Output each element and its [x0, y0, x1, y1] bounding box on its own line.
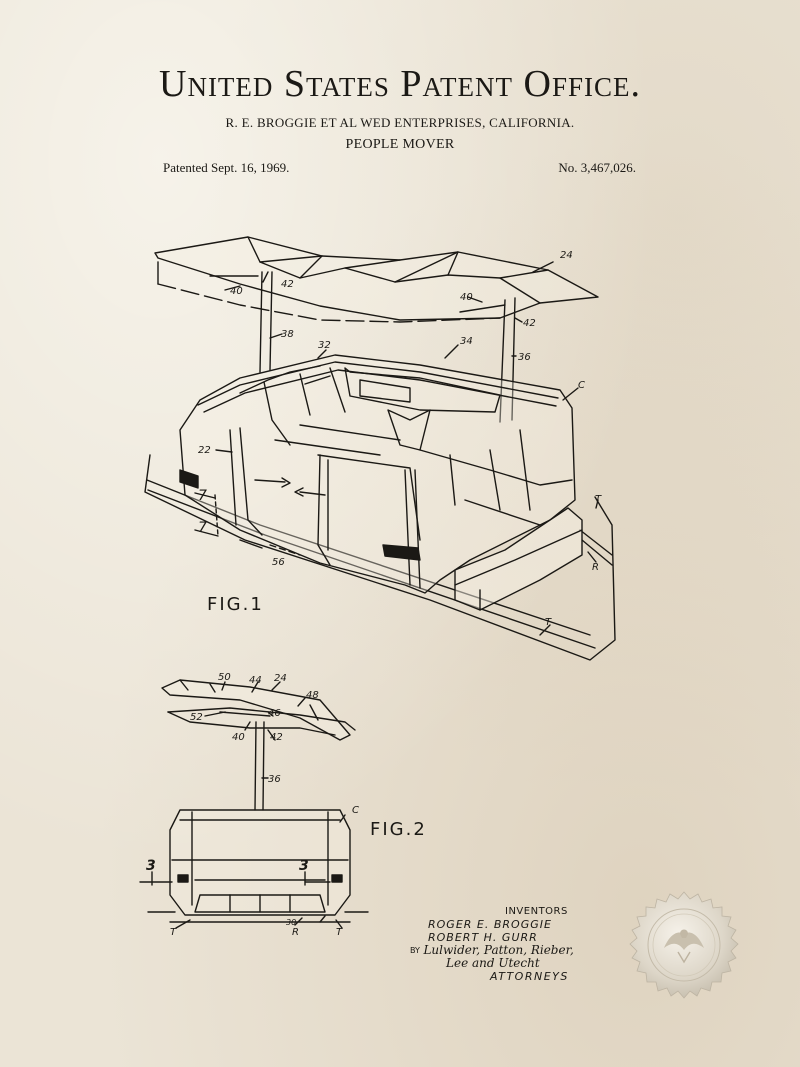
ref-40-fig2: 40: [232, 732, 245, 743]
ref-7: 7: [198, 488, 207, 504]
ref-42-fig2: 42: [270, 732, 283, 743]
ref-56: 56: [272, 557, 285, 568]
attorney-firm-line2: Lee and Utecht: [446, 956, 540, 970]
ref-24-fig2: 24: [274, 673, 287, 684]
inventor-name-1: ROGER E. BROGGIE: [428, 918, 552, 931]
ref-R: R: [592, 562, 599, 573]
inventors-block: INVENTORS ROGER E. BROGGIE ROBERT H. GUR…: [410, 905, 610, 983]
ref-C-fig2: C: [352, 805, 359, 816]
fig2-label: FIG.2: [370, 819, 427, 840]
ref-24: 24: [560, 250, 573, 261]
ref-40b: 40: [460, 292, 473, 303]
fig1-drawing: [144, 236, 616, 661]
ref-3b: 3: [299, 858, 309, 874]
invention-title: PEOPLE MOVER: [345, 137, 455, 152]
ref-T-fig2: T: [170, 927, 177, 938]
ref-46: 46: [268, 708, 281, 719]
ref-36-fig2: 36: [268, 774, 281, 785]
ref-T-fig2b: T: [336, 927, 343, 938]
assignee-line: R. E. BROGGIE ET AL WED ENTERPRISES, CAL…: [225, 115, 575, 130]
fig1-label: FIG.1: [207, 594, 264, 615]
ref-44: 44: [249, 675, 262, 686]
ref-T: T: [595, 494, 602, 505]
attorney-firm-line1: Lulwider, Patton, Rieber,: [423, 943, 574, 957]
ref-34: 34: [460, 336, 473, 347]
ref-50: 50: [218, 672, 231, 683]
patent-office-title: United States Patent Office.: [159, 63, 641, 105]
ref-30: 30: [286, 918, 296, 927]
patented-date: Patented Sept. 16, 1969.: [163, 160, 290, 175]
embossed-eagle-seal-icon: [629, 891, 739, 999]
patent-number: No. 3,467,026.: [558, 160, 636, 175]
inventor-name-2: ROBERT H. GURR: [428, 931, 538, 944]
ref-R-fig2: R: [292, 927, 299, 938]
ref-48: 48: [306, 690, 319, 701]
ref-36: 36: [518, 352, 531, 363]
by-label: BY: [410, 946, 420, 955]
ref-7b: 7: [198, 520, 207, 536]
ref-32: 32: [318, 340, 331, 351]
ref-22: 22: [198, 445, 211, 456]
inventors-heading: INVENTORS: [505, 906, 568, 917]
ref-52: 52: [190, 712, 203, 723]
ref-C: C: [578, 380, 585, 391]
ref-T2: T: [545, 617, 552, 628]
ref-42b: 42: [523, 318, 536, 329]
ref-38: 38: [281, 329, 294, 340]
fig2-drawing: [139, 679, 369, 929]
ref-3: 3: [146, 858, 156, 874]
ref-40: 40: [230, 286, 243, 297]
attorneys-label: ATTORNEYS: [490, 970, 569, 983]
ref-42: 42: [281, 279, 294, 290]
